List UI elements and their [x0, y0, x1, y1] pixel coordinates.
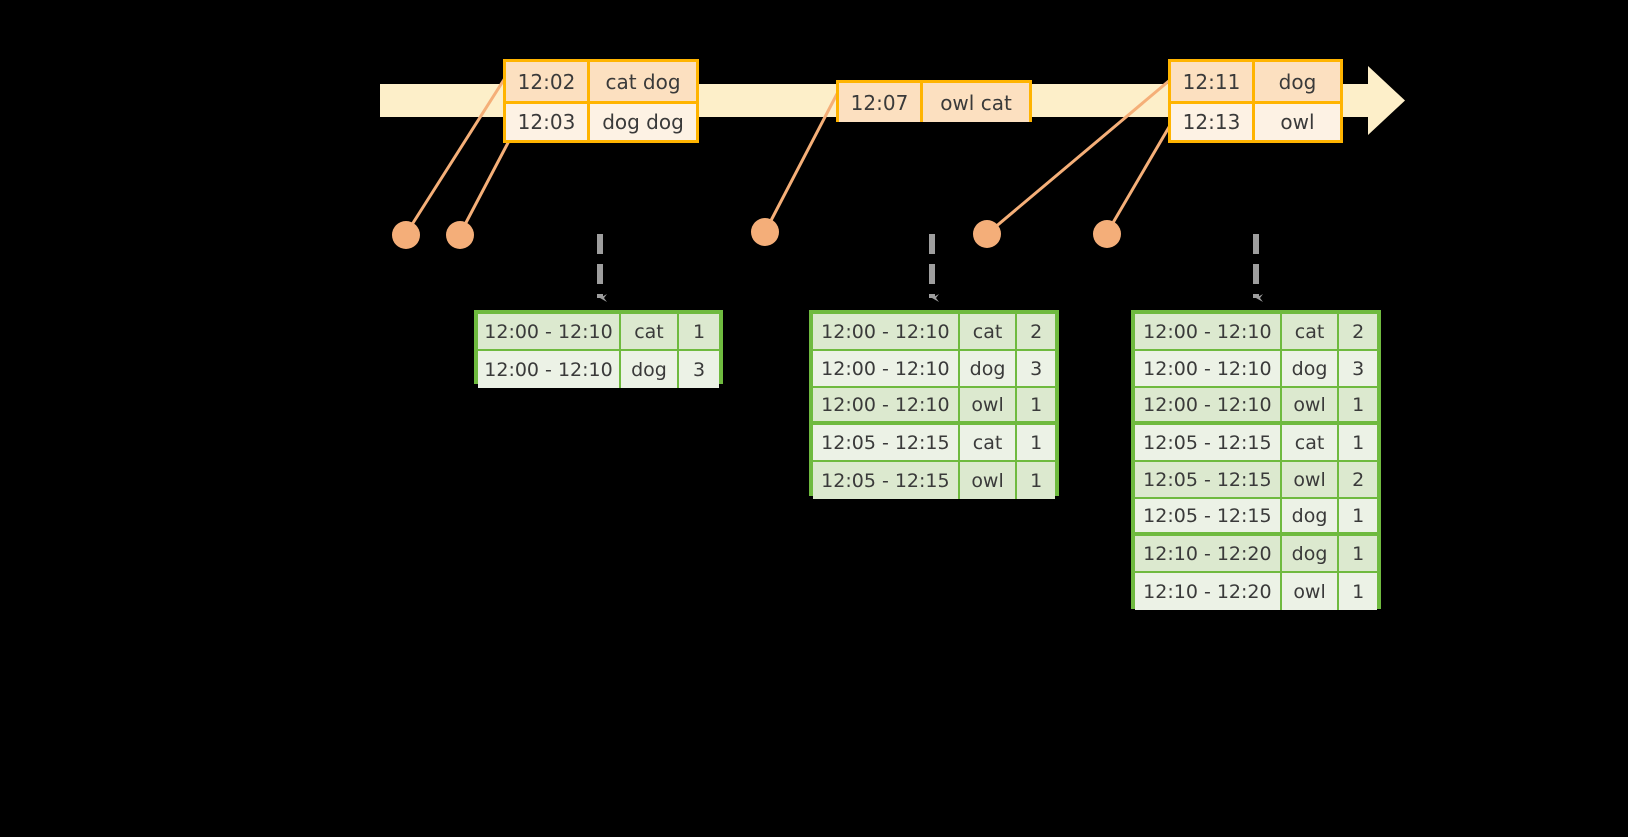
cell-word: owl	[959, 388, 1018, 421]
event-words: dog	[1255, 62, 1340, 101]
timeline-arrowhead-icon	[1368, 66, 1405, 135]
cell-window: 12:00 - 12:10	[813, 388, 960, 421]
cell-window: 12:05 - 12:15	[1135, 462, 1282, 497]
cell-count: 3	[1017, 351, 1055, 386]
event-row: 12:03 dog dog	[506, 101, 696, 140]
cell-word: dog	[1281, 499, 1340, 532]
cell-word: dog	[959, 351, 1018, 386]
event-time: 12:11	[1171, 62, 1255, 101]
cell-count: 3	[1339, 351, 1377, 386]
event-words: owl cat	[923, 83, 1029, 122]
cell-window: 12:10 - 12:20	[1135, 536, 1282, 571]
cell-word: cat	[1281, 314, 1340, 349]
event-words: dog dog	[590, 104, 696, 140]
connector-3	[763, 90, 840, 234]
event-group-3: 12:11 dog 12:13 owl	[1168, 59, 1343, 143]
cell-count: 1	[1339, 573, 1377, 610]
cell-word: owl	[1281, 388, 1340, 421]
cell-word: cat	[959, 314, 1018, 349]
cell-window: 12:05 - 12:15	[813, 462, 960, 499]
cell-window: 12:00 - 12:10	[813, 351, 960, 386]
connector-1	[404, 76, 507, 236]
event-words: cat dog	[590, 62, 696, 101]
cell-word: dog	[621, 351, 679, 388]
event-dot-2	[446, 221, 474, 249]
cell-word: cat	[959, 425, 1018, 460]
cell-window: 12:05 - 12:15	[1135, 499, 1282, 532]
event-row: 12:11 dog	[1171, 62, 1340, 101]
cell-window: 12:00 - 12:10	[478, 351, 621, 388]
cell-word: cat	[621, 314, 679, 349]
cell-word: dog	[1281, 536, 1340, 571]
event-dot-3	[751, 218, 779, 246]
cell-count: 1	[1339, 536, 1377, 571]
event-time: 12:07	[839, 83, 923, 122]
event-dot-1	[392, 221, 420, 249]
cell-count: 1	[679, 314, 719, 349]
event-dot-5	[1093, 220, 1121, 248]
event-time: 12:02	[506, 62, 590, 101]
cell-count: 3	[679, 351, 719, 388]
cell-word: owl	[959, 462, 1018, 499]
event-row: 12:13 owl	[1171, 101, 1340, 140]
cell-count: 1	[1017, 388, 1055, 421]
cell-count: 2	[1017, 314, 1055, 349]
cell-count: 1	[1017, 462, 1055, 499]
event-dot-4	[973, 220, 1001, 248]
connector-5	[1105, 120, 1174, 235]
cell-count: 2	[1339, 462, 1377, 497]
cell-word: owl	[1281, 462, 1340, 497]
cell-window: 12:00 - 12:10	[478, 314, 621, 349]
cell-window: 12:00 - 12:10	[813, 314, 960, 349]
event-time: 12:13	[1171, 104, 1255, 140]
event-row: 12:02 cat dog	[506, 62, 696, 101]
event-words: owl	[1255, 104, 1340, 140]
cell-word: owl	[1281, 573, 1340, 610]
event-group-2: 12:07 owl cat	[836, 80, 1032, 122]
event-group-1: 12:02 cat dog 12:03 dog dog	[503, 59, 699, 143]
cell-word: dog	[1281, 351, 1340, 386]
cell-count: 1	[1339, 425, 1377, 460]
cell-window: 12:00 - 12:10	[1135, 388, 1282, 421]
cell-window: 12:00 - 12:10	[1135, 314, 1282, 349]
event-time: 12:03	[506, 104, 590, 140]
event-row: 12:07 owl cat	[839, 83, 1029, 122]
cell-window: 12:10 - 12:20	[1135, 573, 1282, 610]
cell-window: 12:05 - 12:15	[1135, 425, 1282, 460]
event-dots	[392, 218, 1121, 249]
cell-window: 12:00 - 12:10	[1135, 351, 1282, 386]
cell-count: 2	[1339, 314, 1377, 349]
cell-count: 1	[1339, 388, 1377, 421]
cell-word: cat	[1281, 425, 1340, 460]
cell-window: 12:05 - 12:15	[813, 425, 960, 460]
cell-count: 1	[1017, 425, 1055, 460]
emit-arrows	[597, 234, 1263, 302]
cell-count: 1	[1339, 499, 1377, 532]
